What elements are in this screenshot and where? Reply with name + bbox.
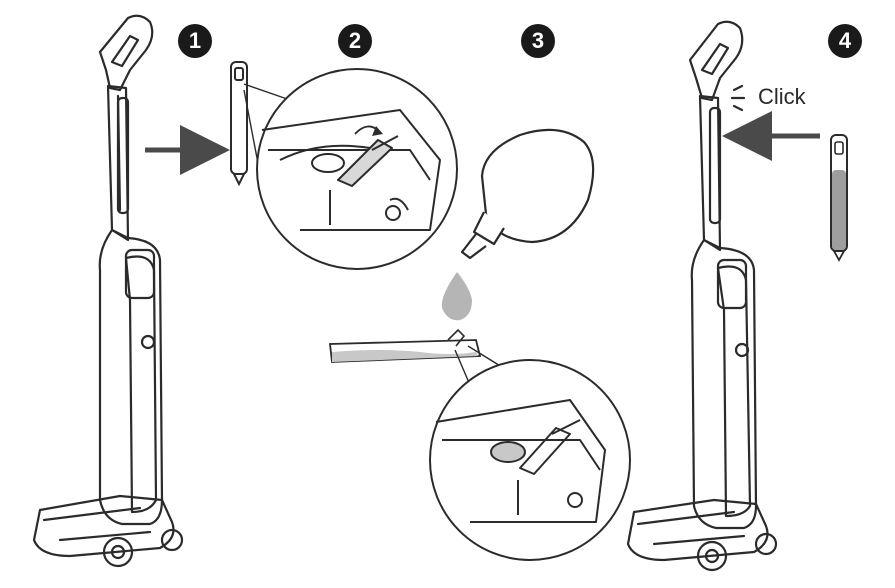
vacuum-cleaner-left [32,14,184,568]
magnified-cap-open [256,68,458,270]
step-badge-3: 3 [521,24,555,58]
water-tank-filled [830,134,848,262]
water-drop [441,272,472,321]
water-tank-refill [328,328,482,363]
vacuum-cleaner-right [626,20,778,572]
click-label: Click [758,84,806,109]
step-badge-4: 4 [828,24,862,58]
click-marks [730,84,746,112]
step-badge-2: 2 [338,24,372,58]
water-tank-removed [230,61,248,187]
magnified-cap-filling [429,359,631,561]
step-badge-1: 1 [178,24,212,58]
solution-bottle [460,128,595,260]
